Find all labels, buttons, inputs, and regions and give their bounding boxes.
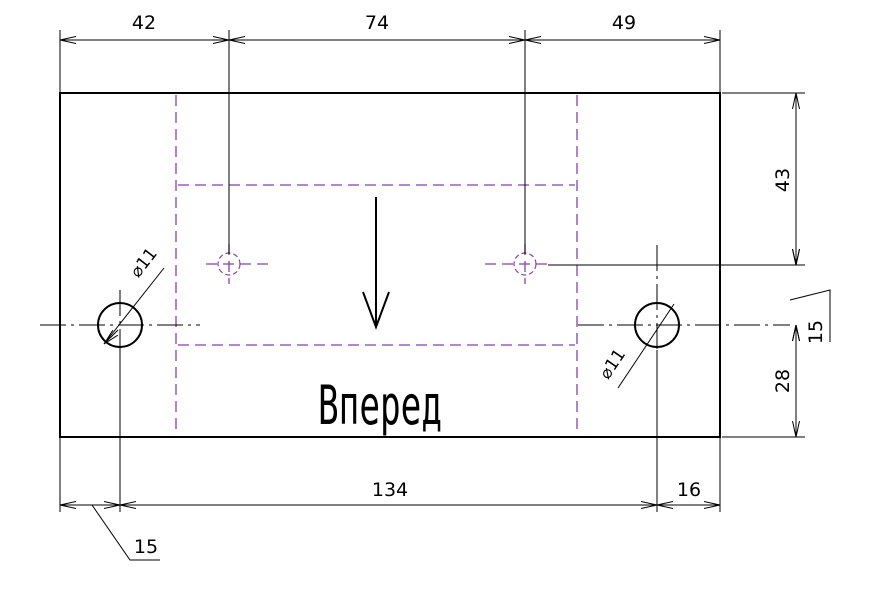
dim-bottom-left: 15 bbox=[134, 536, 158, 558]
dim-hole-left: ⌀11 bbox=[126, 244, 161, 281]
hole-left bbox=[97, 302, 143, 348]
dim-bottom-right: 16 bbox=[677, 479, 701, 501]
direction-arrow bbox=[362, 197, 390, 330]
dim-top-left: 42 bbox=[132, 12, 156, 34]
dim-bottom-overall: 134 bbox=[372, 479, 408, 501]
dim-right-top: 43 bbox=[772, 168, 794, 192]
dim-right-small: 15 bbox=[805, 320, 827, 344]
diameter-leaders bbox=[104, 267, 675, 389]
extension-lines bbox=[59, 30, 805, 512]
dim-top-middle: 74 bbox=[365, 12, 389, 34]
dimension-bottom bbox=[60, 505, 720, 561]
dim-right-bottom: 28 bbox=[772, 369, 794, 393]
direction-label: Вперед bbox=[318, 374, 442, 437]
dim-top-right: 49 bbox=[612, 12, 636, 34]
dimension-right bbox=[789, 93, 831, 437]
hole-right bbox=[634, 302, 680, 348]
